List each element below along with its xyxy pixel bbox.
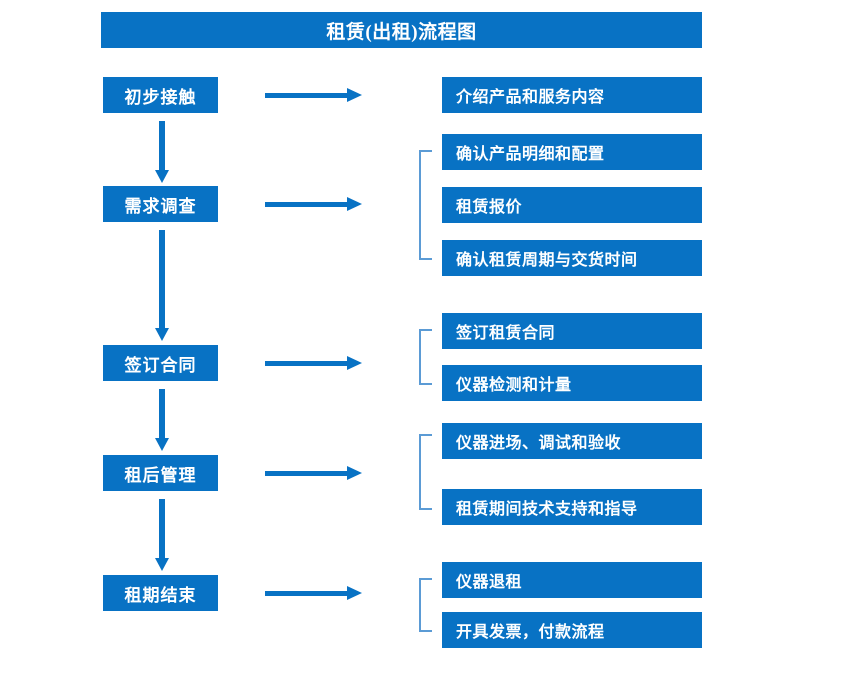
- detail-box-technical-support[interactable]: 租赁期间技术支持和指导: [442, 489, 702, 525]
- arrow-right-icon-4: [265, 465, 362, 481]
- arrow-down-icon-4: [154, 499, 170, 572]
- detail-box-rental-quotation[interactable]: 租赁报价: [442, 187, 702, 223]
- group-bracket-icon-contract: [419, 329, 432, 385]
- group-bracket-icon-demand-survey: [419, 150, 432, 260]
- detail-box-confirm-period-delivery[interactable]: 确认租赁周期与交货时间: [442, 240, 702, 276]
- detail-box-instrument-onsite[interactable]: 仪器进场、调试和验收: [442, 423, 702, 459]
- detail-box-confirm-product-details[interactable]: 确认产品明细和配置: [442, 134, 702, 170]
- detail-box-instrument-return[interactable]: 仪器退租: [442, 562, 702, 598]
- detail-box-instrument-inspection[interactable]: 仪器检测和计量: [442, 365, 702, 401]
- page-title: 租赁(出租)流程图: [101, 12, 702, 48]
- detail-box-invoice-payment[interactable]: 开具发票，付款流程: [442, 612, 702, 648]
- stage-box-demand-survey[interactable]: 需求调查: [103, 186, 218, 222]
- detail-box-introduce-products[interactable]: 介绍产品和服务内容: [442, 77, 702, 113]
- group-bracket-icon-lease-end: [419, 578, 432, 632]
- arrow-down-icon-3: [154, 389, 170, 452]
- group-bracket-icon-post-rental: [419, 434, 432, 510]
- arrow-right-icon-1: [265, 87, 362, 103]
- arrow-down-icon-1: [154, 121, 170, 183]
- arrow-right-icon-3: [265, 355, 362, 371]
- stage-box-post-rental-mgmt[interactable]: 租后管理: [103, 455, 218, 491]
- stage-box-lease-end[interactable]: 租期结束: [103, 575, 218, 611]
- detail-box-sign-rental-contract[interactable]: 签订租赁合同: [442, 313, 702, 349]
- stage-box-initial-contact[interactable]: 初步接触: [103, 77, 218, 113]
- arrow-right-icon-2: [265, 196, 362, 212]
- arrow-right-icon-5: [265, 585, 362, 601]
- stage-box-sign-contract[interactable]: 签订合同: [103, 345, 218, 381]
- arrow-down-icon-2: [154, 230, 170, 342]
